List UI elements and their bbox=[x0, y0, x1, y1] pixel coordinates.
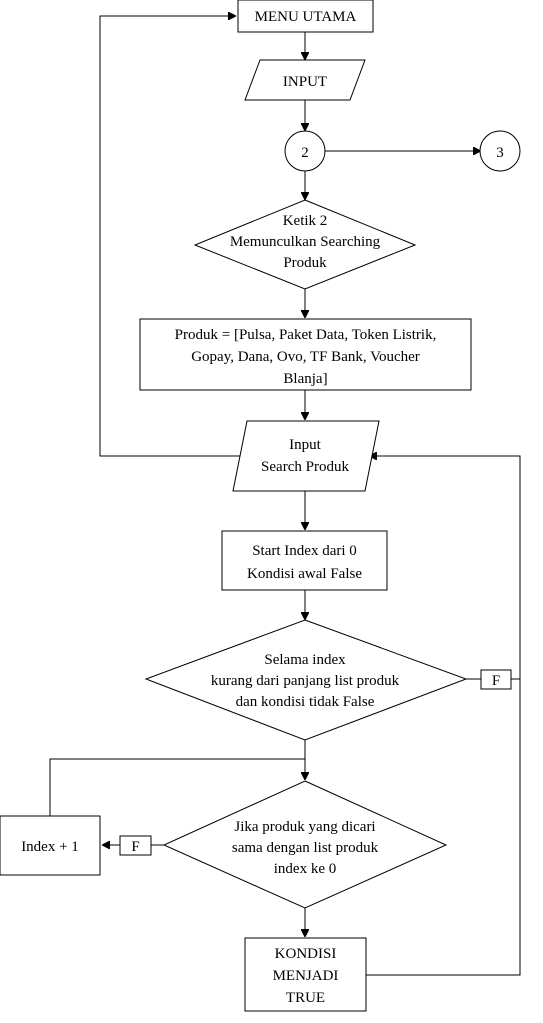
produk-list-line-1: Produk = [Pulsa, Paket Data, Token Listr… bbox=[175, 327, 437, 343]
connector-2-label: 2 bbox=[301, 145, 309, 161]
connector-3-label: 3 bbox=[496, 145, 504, 161]
menu-utama-label: MENU UTAMA bbox=[255, 9, 357, 25]
input-search-line-1: Input bbox=[289, 437, 321, 453]
node-connector-2: 2 bbox=[284, 130, 326, 172]
label-f-loop: F bbox=[480, 669, 512, 690]
start-index-line-2: Kondisi awal False bbox=[247, 566, 362, 582]
kondisi-true-line-3: TRUE bbox=[286, 990, 325, 1006]
node-input: INPUT bbox=[244, 59, 366, 101]
node-index-plus-1: Index + 1 bbox=[0, 815, 101, 876]
node-jika-produk: Jika produk yang dicari sama dengan list… bbox=[162, 780, 448, 909]
label-f-loop-text: F bbox=[492, 673, 500, 689]
jika-produk-line-2: sama dengan list produk bbox=[232, 840, 379, 856]
node-produk-list: Produk = [Pulsa, Paket Data, Token Listr… bbox=[139, 318, 472, 391]
node-start-index: Start Index dari 0 Kondisi awal False bbox=[221, 530, 388, 591]
ketik-2-line-3: Produk bbox=[283, 255, 327, 271]
selama-index-line-1: Selama index bbox=[264, 652, 346, 668]
kondisi-true-line-2: MENJADI bbox=[273, 968, 339, 984]
node-kondisi-true: KONDISI MENJADI TRUE bbox=[244, 937, 367, 1012]
jika-produk-line-1: Jika produk yang dicari bbox=[234, 819, 375, 835]
ketik-2-line-1: Ketik 2 bbox=[283, 213, 328, 229]
produk-list-line-2: Gopay, Dana, Ovo, TF Bank, Voucher bbox=[191, 349, 420, 365]
edge-kondisi-true-back bbox=[366, 679, 521, 976]
index-plus-1-label: Index + 1 bbox=[21, 839, 79, 855]
node-menu-utama: MENU UTAMA bbox=[237, 0, 374, 33]
edge-input-search-back-to-menu bbox=[99, 16, 240, 457]
start-index-line-1: Start Index dari 0 bbox=[252, 543, 357, 559]
edges bbox=[49, 16, 521, 976]
label-f-index-text: F bbox=[131, 839, 139, 855]
node-selama-index: Selama index kurang dari panjang list pr… bbox=[144, 619, 468, 741]
jika-produk-line-3: index ke 0 bbox=[274, 861, 336, 877]
kondisi-true-line-1: KONDISI bbox=[275, 946, 337, 962]
edge-index-plus-back-to-jika bbox=[49, 758, 305, 816]
selama-index-line-2: kurang dari panjang list produk bbox=[211, 673, 400, 689]
produk-list-line-3: Blanja] bbox=[283, 371, 327, 387]
selama-index-line-3: dan kondisi tidak False bbox=[236, 694, 375, 710]
node-ketik-2: Ketik 2 Memunculkan Searching Produk bbox=[193, 199, 417, 290]
node-input-search: Input Search Produk bbox=[232, 420, 380, 492]
node-connector-3: 3 bbox=[479, 130, 521, 172]
input-search-line-2: Search Produk bbox=[261, 459, 349, 475]
label-f-index: F bbox=[119, 835, 152, 856]
ketik-2-line-2: Memunculkan Searching bbox=[230, 234, 381, 250]
input-label: INPUT bbox=[283, 74, 327, 90]
edge-f-loop-back-to-input-search bbox=[370, 456, 521, 680]
